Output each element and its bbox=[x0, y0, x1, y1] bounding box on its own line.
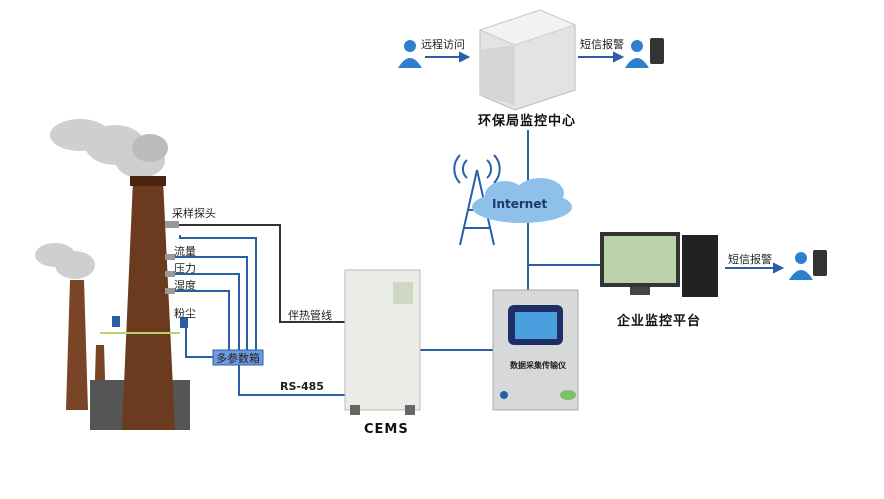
dtu-label: 数据采集传输仪 bbox=[510, 361, 566, 370]
sensors bbox=[112, 221, 188, 328]
wiring bbox=[100, 130, 600, 396]
internet-cloud bbox=[472, 178, 572, 223]
data-acquisition-unit bbox=[492, 289, 579, 411]
monitoring-center-building bbox=[478, 9, 577, 111]
internet-label: Internet bbox=[492, 197, 548, 211]
phone-icons bbox=[650, 38, 827, 276]
cems-label: CEMS bbox=[364, 422, 409, 437]
pressure-label: 压力 bbox=[174, 262, 196, 275]
dust-label: 粉尘 bbox=[174, 307, 196, 320]
heat-line-label: 伴热管线 bbox=[288, 309, 332, 322]
rs485-label: RS-485 bbox=[280, 380, 324, 393]
enterprise-platform-title: 企业监控平台 bbox=[617, 314, 702, 329]
enterprise-computer bbox=[600, 232, 718, 297]
sms-alarm-label-right: 短信报警 bbox=[728, 253, 772, 266]
multi-param-box bbox=[212, 349, 264, 366]
person-icons bbox=[398, 40, 813, 280]
humidity-label: 湿度 bbox=[174, 279, 196, 292]
center-title: 环保局监控中心 bbox=[478, 114, 577, 129]
arrows bbox=[425, 51, 785, 274]
main-chimney bbox=[122, 180, 175, 430]
smoke bbox=[35, 119, 168, 279]
flow-label: 流量 bbox=[174, 245, 196, 258]
cems-cabinet bbox=[344, 269, 421, 415]
remote-access-label: 远程访问 bbox=[421, 38, 465, 51]
multi-box-label: 多参数箱 bbox=[216, 352, 260, 365]
sms-alarm-label-top: 短信报警 bbox=[580, 38, 624, 51]
probe-label: 采样探头 bbox=[172, 207, 216, 220]
